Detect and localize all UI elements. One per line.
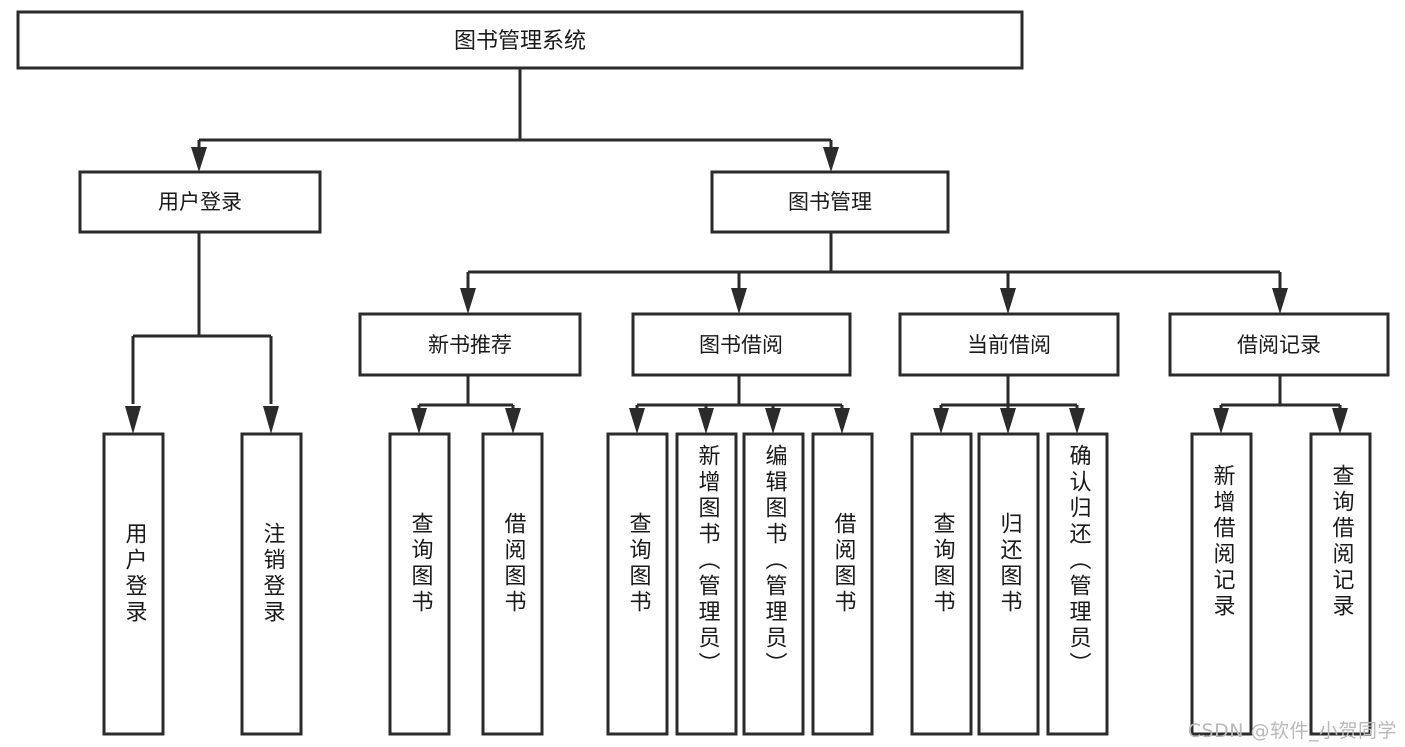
node-leaf-query-record[interactable] — [1309, 432, 1372, 736]
node-leaf-edit-book[interactable] — [742, 432, 805, 736]
arrow-head-leaf-borrow-book-2 — [834, 408, 850, 434]
arrow-head-leaf-logout-login — [263, 406, 279, 434]
node-new-book-recommend[interactable] — [358, 312, 582, 377]
watermark-text: CSDN @软件_小贺同学 — [1187, 720, 1397, 742]
node-layer: 图书管理系统 用户登录 图书管理 新书推荐 图书借阅 当前借阅 借阅记录 — [16, 10, 1390, 736]
node-user-login[interactable] — [78, 170, 322, 234]
node-leaf-add-book[interactable] — [675, 432, 738, 736]
arrow-head-leaf-query-record — [1332, 408, 1348, 434]
arrow-head-leaf-borrow-book-1 — [505, 408, 521, 434]
arrow-head-leaf-add-book — [698, 408, 714, 434]
arrow-head-leaf-add-record — [1213, 408, 1229, 434]
node-book-borrow-label: 图书借阅 — [699, 333, 783, 357]
node-leaf-borrow-book-2[interactable] — [811, 432, 874, 736]
arrow-head-leaf-edit-book — [765, 408, 781, 434]
node-book-manage[interactable] — [710, 170, 950, 234]
arrow-head-borrow-record — [1272, 288, 1288, 314]
connector-layer — [125, 68, 1348, 434]
arrow-head-leaf-return-book — [1000, 408, 1016, 434]
arrow-head-leaf-user-login — [125, 406, 141, 434]
node-leaf-query-book-3[interactable] — [910, 432, 973, 736]
node-book-manage-label: 图书管理 — [788, 190, 872, 214]
node-borrow-record-label: 借阅记录 — [1237, 333, 1321, 357]
arrow-head-leaf-query-book-2 — [629, 408, 645, 434]
node-root-label: 图书管理系统 — [454, 29, 586, 54]
node-user-login-label: 用户登录 — [158, 190, 242, 214]
node-current-borrow[interactable] — [898, 312, 1120, 377]
node-borrow-record[interactable] — [1168, 312, 1390, 377]
arrow-head-user-login — [191, 147, 207, 172]
node-leaf-confirm-return[interactable] — [1046, 432, 1109, 736]
arrow-head-book-borrow — [731, 288, 747, 314]
arrow-head-new-book-recommend — [460, 288, 476, 314]
node-leaf-logout-login[interactable] — [240, 432, 303, 736]
node-new-book-recommend-label: 新书推荐 — [428, 333, 512, 357]
node-current-borrow-label: 当前借阅 — [967, 333, 1051, 357]
node-leaf-query-book-1[interactable] — [388, 432, 451, 736]
node-book-borrow[interactable] — [631, 312, 852, 377]
node-root[interactable] — [16, 10, 1024, 70]
node-leaf-query-book-2[interactable] — [606, 432, 669, 736]
node-leaf-return-book[interactable] — [977, 432, 1040, 736]
arrow-head-current-borrow — [1000, 288, 1016, 314]
arrow-head-book-manage — [823, 147, 839, 172]
node-leaf-add-record[interactable] — [1190, 432, 1253, 736]
arrow-head-leaf-confirm-return — [1069, 408, 1085, 434]
arrow-head-leaf-query-book-1 — [411, 408, 427, 434]
node-leaf-user-login[interactable] — [102, 432, 165, 736]
arrow-head-leaf-query-book-3 — [933, 408, 949, 434]
node-leaf-borrow-book-1[interactable] — [481, 432, 544, 736]
